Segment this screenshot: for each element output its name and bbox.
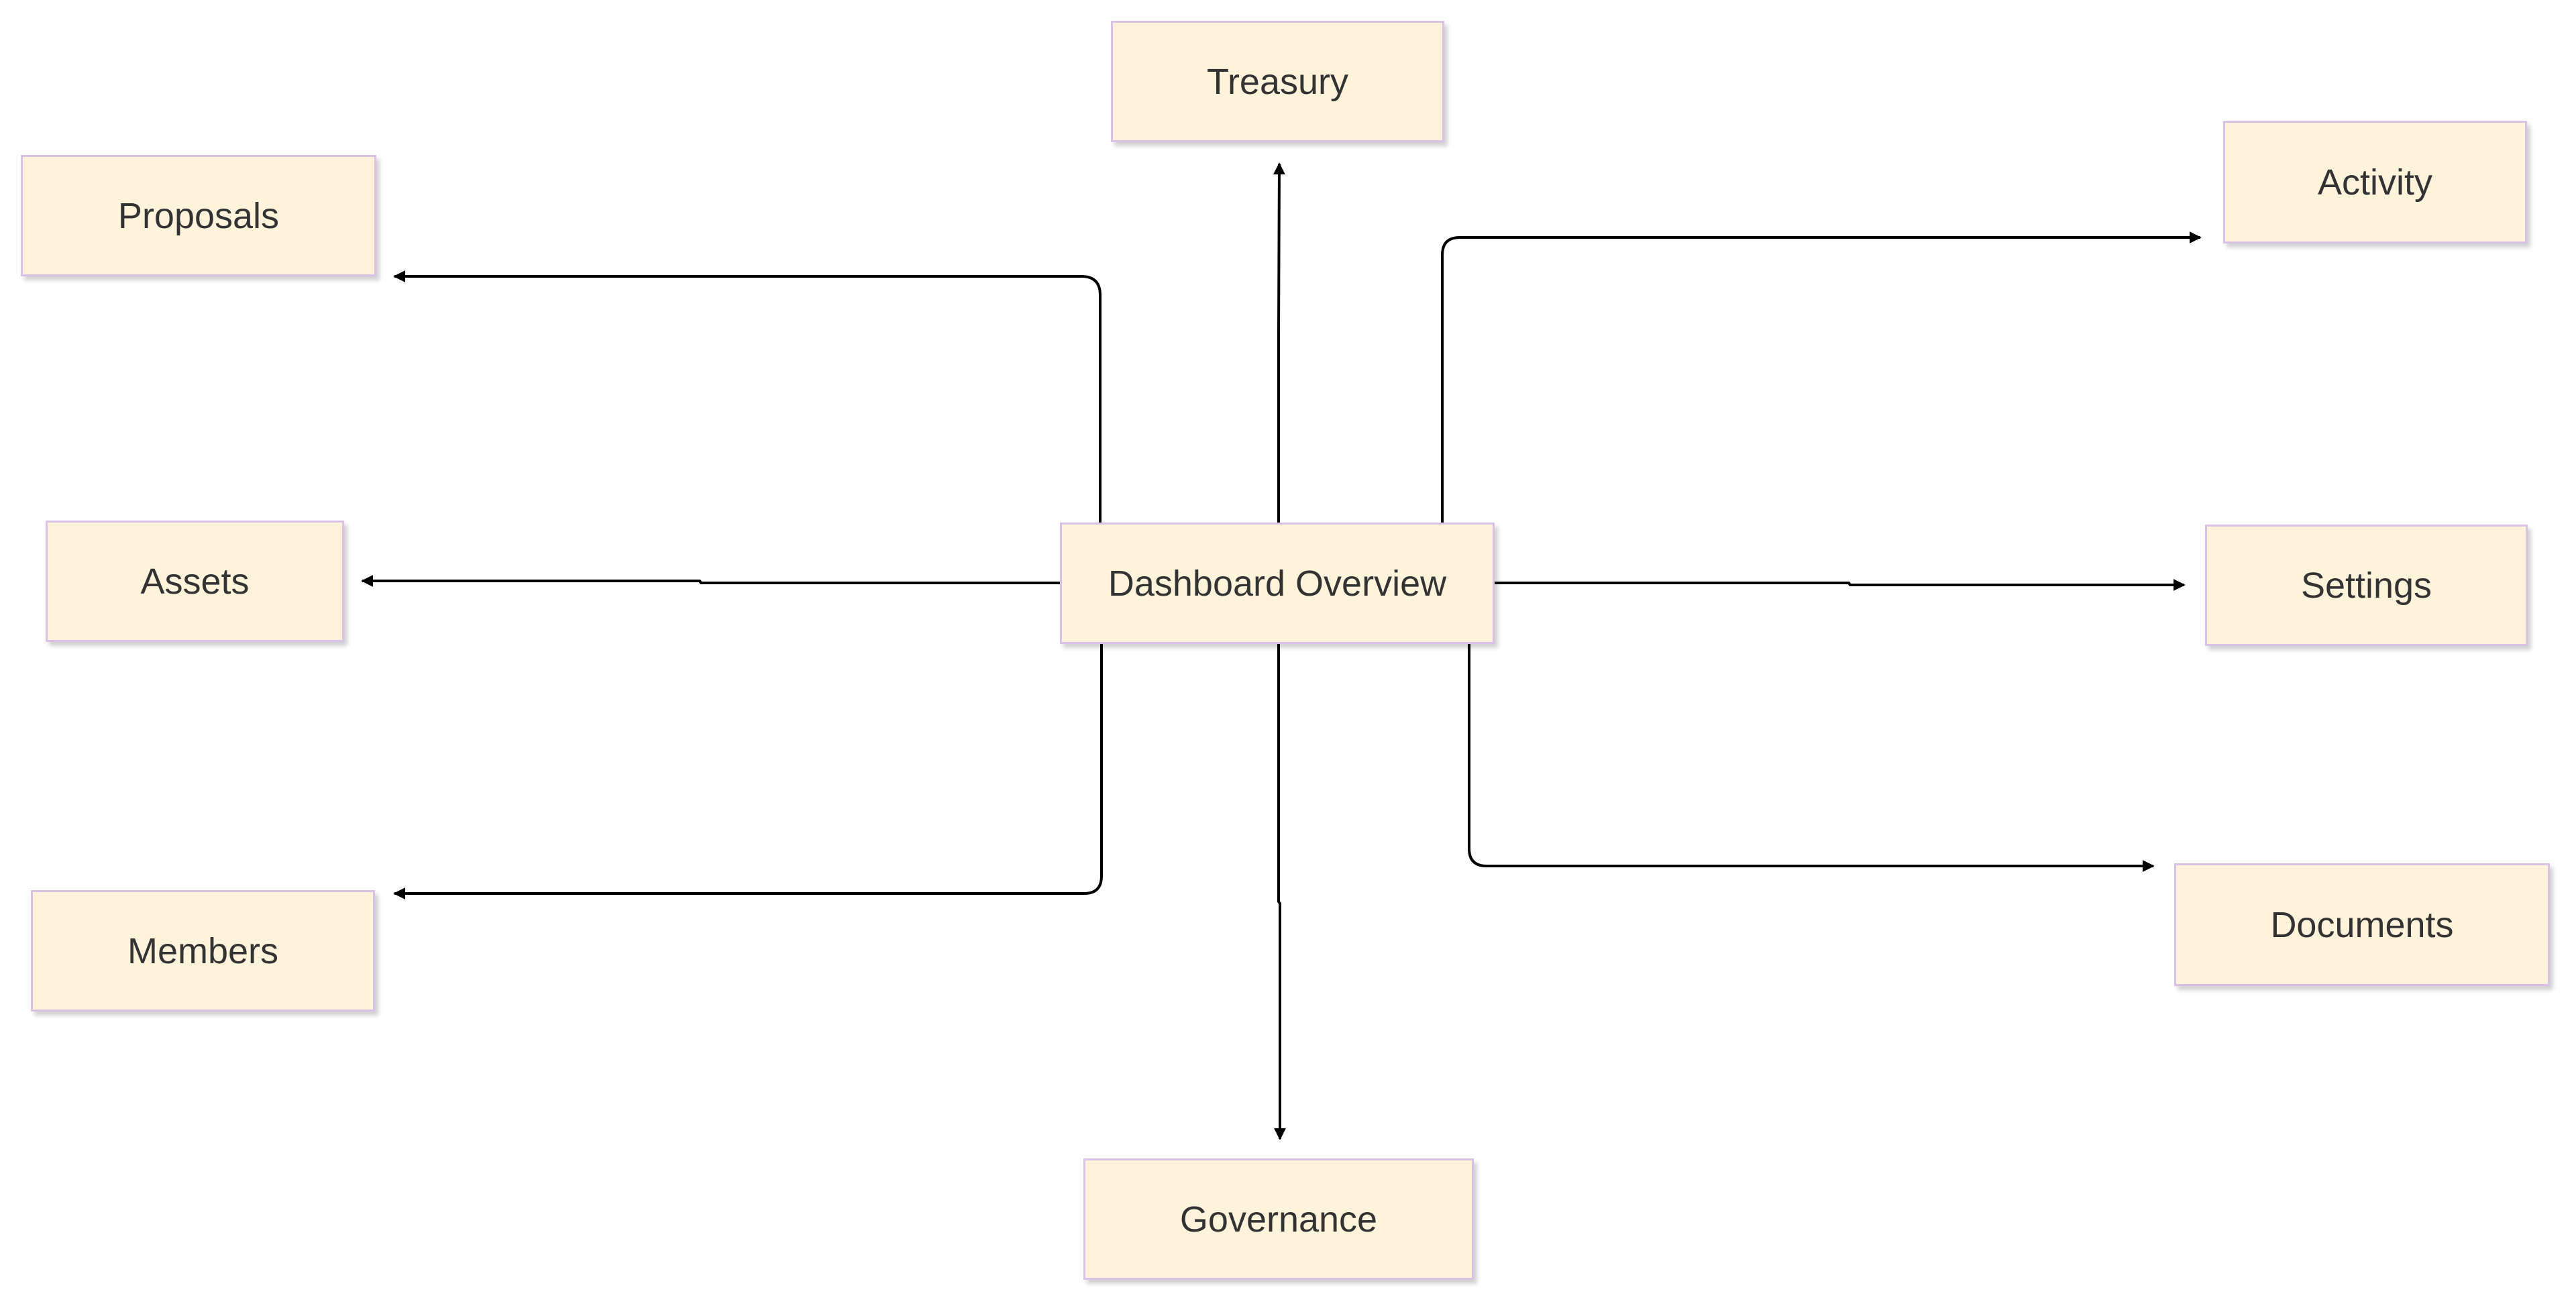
node-treasury[interactable]: Treasury xyxy=(1111,21,1444,142)
node-dashboard-overview[interactable]: Dashboard Overview xyxy=(1060,523,1495,644)
node-governance[interactable]: Governance xyxy=(1083,1158,1474,1280)
node-governance-label: Governance xyxy=(1179,1199,1378,1240)
edge-to-proposals xyxy=(393,270,1102,523)
node-proposals[interactable]: Proposals xyxy=(21,155,376,276)
node-assets-label: Assets xyxy=(140,561,250,602)
node-settings[interactable]: Settings xyxy=(2205,525,2528,646)
node-settings-label: Settings xyxy=(2300,565,2432,606)
edge-to-assets xyxy=(361,575,1060,587)
node-documents-label: Documents xyxy=(2270,904,2454,945)
node-activity-label: Activity xyxy=(2317,162,2433,203)
edge-to-documents xyxy=(1468,644,2155,872)
node-activity[interactable]: Activity xyxy=(2223,121,2527,243)
edge-to-governance xyxy=(1274,644,1286,1140)
node-members[interactable]: Members xyxy=(31,890,375,1012)
node-members-label: Members xyxy=(127,930,279,971)
node-proposals-label: Proposals xyxy=(117,195,280,236)
node-documents[interactable]: Documents xyxy=(2174,863,2550,986)
node-assets[interactable]: Assets xyxy=(46,521,344,642)
edge-to-members xyxy=(393,644,1103,900)
node-treasury-label: Treasury xyxy=(1206,61,1349,102)
edge-to-settings xyxy=(1495,579,2186,591)
edge-to-activity xyxy=(1441,231,2202,523)
node-dashboard-overview-label: Dashboard Overview xyxy=(1108,563,1447,604)
